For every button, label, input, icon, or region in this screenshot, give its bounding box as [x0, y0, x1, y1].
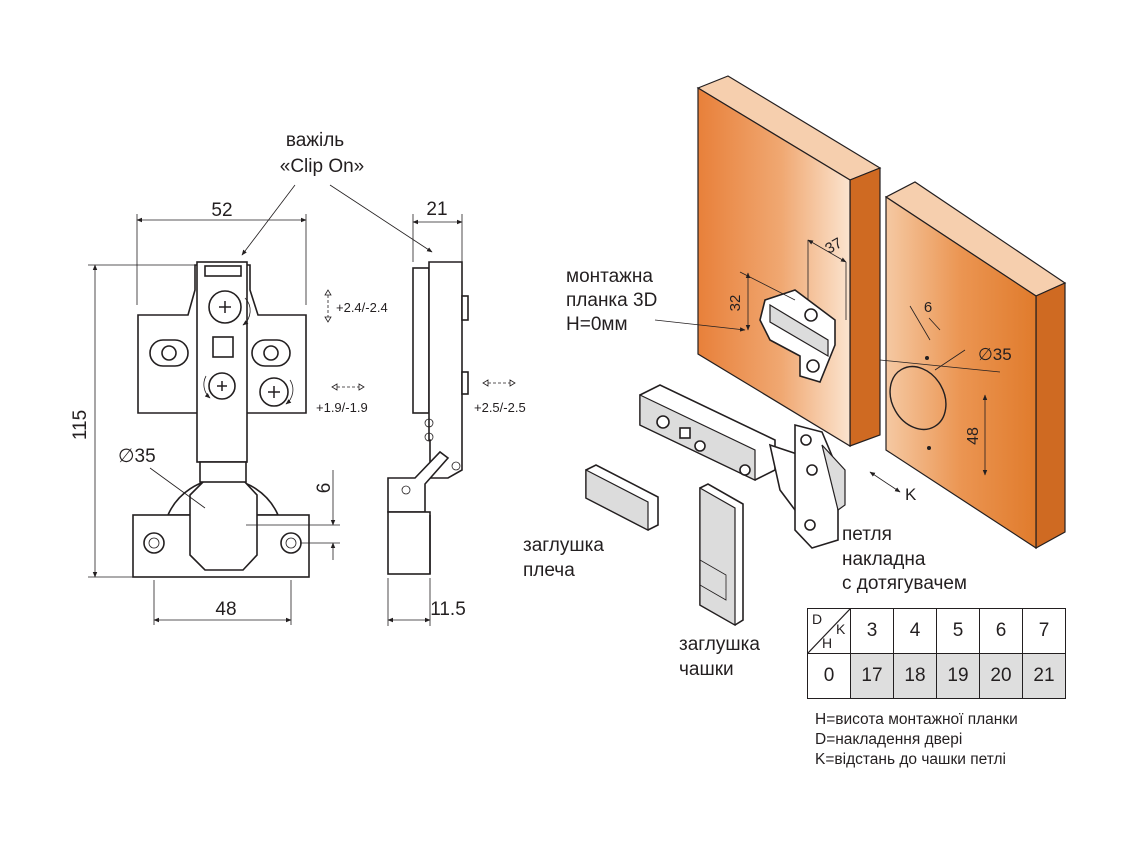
dim-6-front: 6: [314, 483, 335, 494]
hinge-label-1: петля: [842, 524, 892, 545]
dim-115: 115: [70, 410, 91, 440]
dim-k: K: [905, 485, 917, 504]
door-dimensions: 6 ∅35 48 K: [869, 299, 1012, 504]
dim-6-right: 6: [924, 299, 932, 316]
shoulder-cap: [585, 464, 659, 531]
d-value-cell: 19: [936, 653, 980, 699]
side-dimensions: 21 11.5 +2.5/-2.5: [387, 199, 526, 626]
corner-d: D: [812, 611, 823, 627]
adj-vertical: +2.4/-2.4: [336, 300, 388, 315]
legend: H=висота монтажної планки D=накладення д…: [815, 710, 1018, 770]
lever-callout: важіль «Clip On»: [241, 130, 433, 256]
d-value-cell: 18: [893, 653, 937, 699]
mounting-plate-3d: [759, 289, 836, 383]
front-dimensions: 52 115 48 ∅35 6 +2.4/-2.4 +1.9/-1.9: [70, 200, 388, 625]
corner-k: K: [836, 621, 846, 637]
k-value-cell: 4: [893, 608, 937, 654]
d-value-cell: 20: [979, 653, 1023, 699]
cup-cap-label-1: заглушка: [679, 634, 760, 655]
table-corner-cell: D K H: [807, 608, 851, 654]
legend-line-d: D=накладення двері: [815, 731, 963, 748]
lateral-adjust-icon: [331, 383, 365, 391]
adj-lateral: +1.9/-1.9: [316, 400, 368, 415]
dim-52: 52: [211, 200, 232, 221]
plate-label-1: монтажна: [566, 266, 653, 287]
cabinet-side-panel: [696, 75, 882, 448]
cup-cap: [699, 483, 744, 627]
front-view: [132, 261, 310, 578]
h-value-cell: 0: [807, 653, 851, 699]
dim-21: 21: [426, 199, 447, 220]
dim-35-right: ∅35: [978, 345, 1012, 364]
legend-line-h: H=висота монтажної планки: [815, 711, 1018, 728]
dim-48-right: 48: [965, 427, 982, 445]
lever-label-2: «Clip On»: [280, 156, 365, 177]
lever-label-1: важіль: [286, 130, 344, 151]
overlay-table: D K H 3 4 5 6 7 0 17 18 19 20 21: [807, 608, 1066, 699]
plate-label-2: планка 3D: [566, 290, 657, 311]
plate-label-3: H=0мм: [566, 314, 628, 335]
table-values-row: 0 17 18 19 20 21: [807, 653, 1066, 699]
door-panel: [884, 181, 1067, 550]
shoulder-cap-label-2: плеча: [523, 560, 575, 581]
d-value-cell: 17: [850, 653, 894, 699]
vertical-adjust-icon: [324, 289, 332, 323]
side-view: [387, 261, 469, 575]
k-value-cell: 7: [1022, 608, 1066, 654]
legend-line-k: K=відстань до чашки петлі: [815, 751, 1006, 768]
k-value-cell: 6: [979, 608, 1023, 654]
hinge-3d: [639, 384, 846, 549]
hinge-label-3: с дотягувачем: [842, 573, 967, 594]
depth-adjust-icon: [482, 379, 516, 387]
dim-48-front: 48: [215, 599, 236, 620]
plate-dimensions: 32 37: [727, 235, 847, 331]
shoulder-cap-label-1: заглушка: [523, 535, 604, 556]
adj-depth: +2.5/-2.5: [474, 400, 526, 415]
k-value-cell: 3: [850, 608, 894, 654]
k-value-cell: 5: [936, 608, 980, 654]
d-value-cell: 21: [1022, 653, 1066, 699]
corner-h: H: [822, 635, 833, 651]
dim-32: 32: [727, 295, 744, 312]
dim-37: 37: [822, 235, 845, 258]
dim-cup-diameter: ∅35: [118, 446, 156, 467]
dim-11-5: 11.5: [430, 599, 466, 620]
cup-cap-label-2: чашки: [679, 659, 734, 680]
hinge-label-2: накладна: [842, 549, 926, 570]
table-header-row: D K H 3 4 5 6 7: [807, 608, 1066, 654]
